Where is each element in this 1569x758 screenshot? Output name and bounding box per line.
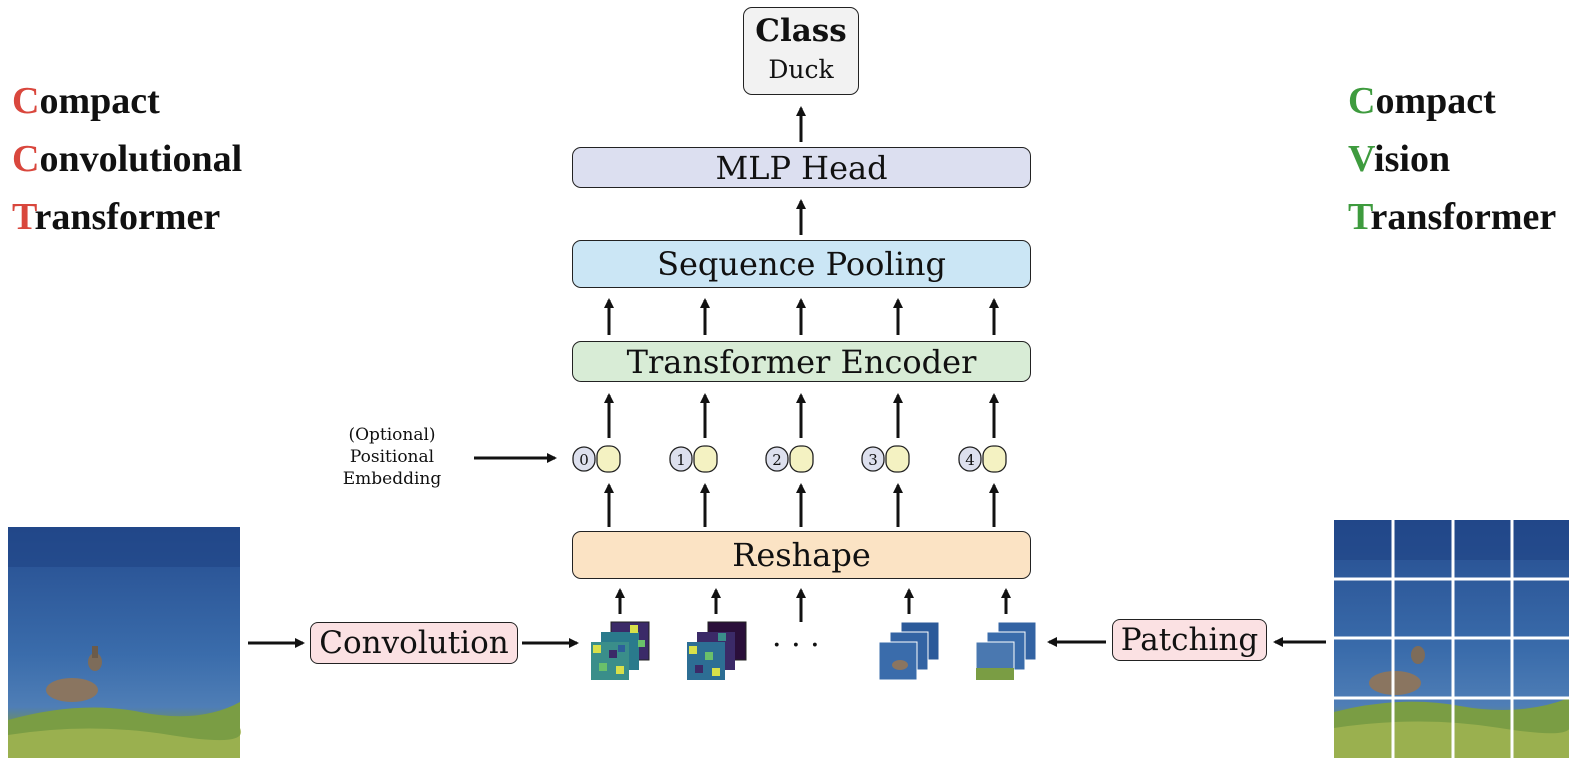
token-group-4: [958, 445, 1007, 473]
image-patch-stack-icon: [878, 621, 940, 681]
token-index-1: 1: [676, 451, 686, 469]
convolution-box: Convolution: [310, 622, 518, 664]
arrows-features-to-reshape: [615, 588, 1011, 622]
right-title: Compact Vision Transformer: [1348, 72, 1569, 246]
reshape-box: Reshape: [572, 531, 1031, 579]
class-label: Duck: [768, 55, 834, 84]
left-title-word-2: Convolutional: [12, 138, 243, 180]
ellipsis: · · ·: [772, 628, 820, 663]
token-group-3: [861, 445, 910, 473]
token-group-0: [572, 445, 621, 473]
left-title: Compact Convolutional Transformer: [12, 72, 242, 246]
feature-map-stack-icon: [591, 621, 650, 680]
arrows-tokens-to-encoder: [604, 393, 999, 438]
left-title-word-1: Compact: [12, 80, 160, 122]
mlp-head-box: MLP Head: [572, 147, 1031, 188]
token-index-3: 3: [868, 451, 878, 469]
right-title-word-2: Vision: [1348, 138, 1451, 180]
token-group-2: [765, 445, 814, 473]
arrows-encoder-to-pooling: [604, 298, 999, 335]
left-title-word-3: Transformer: [12, 196, 221, 238]
token-group-1: [669, 445, 718, 473]
positional-embedding-label: (Optional) Positional Embedding: [342, 425, 442, 489]
right-title-word-1: Compact: [1348, 80, 1496, 122]
token-index-2: 2: [772, 451, 782, 469]
patching-box: Patching: [1112, 619, 1267, 661]
arrows-reshape-to-tokens: [604, 483, 999, 527]
transformer-encoder-box: Transformer Encoder: [572, 341, 1031, 382]
class-heading: Class: [755, 13, 847, 49]
class-box: Class Duck: [743, 7, 859, 95]
image-patch-stack-icon: [975, 621, 1037, 681]
token-index-4: 4: [965, 451, 975, 469]
right-title-word-3: Transformer: [1348, 196, 1557, 238]
token-index-0: 0: [579, 451, 589, 469]
grid-patched-image-icon: [1334, 520, 1569, 758]
feature-map-stack-icon: [687, 621, 747, 680]
input-image-icon: [8, 527, 242, 758]
sequence-pooling-box: Sequence Pooling: [572, 240, 1031, 288]
